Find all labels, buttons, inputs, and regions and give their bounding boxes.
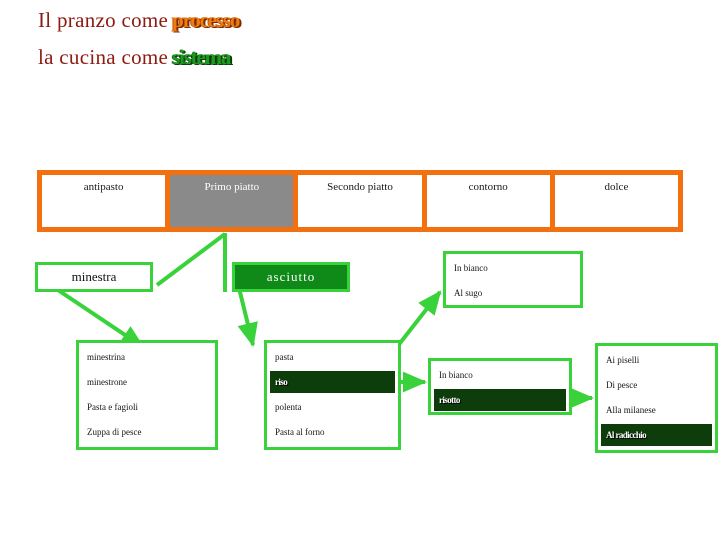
course-cell-antipasto[interactable]: antipasto <box>42 175 166 227</box>
column-asciutto: pasta riso polenta Pasta al forno <box>264 340 401 450</box>
list-item[interactable]: Alla milanese <box>601 399 712 421</box>
list-item-label: In bianco <box>439 370 473 380</box>
column-minestra: minestrina minestrone Pasta e fagioli Zu… <box>76 340 218 450</box>
list-item[interactable]: polenta <box>270 396 395 418</box>
list-item-label: Pasta al forno <box>275 427 325 437</box>
column-contorno: Ai piselli Di pesce Alla milanese Al rad… <box>595 343 718 453</box>
list-item[interactable]: minestrone <box>82 371 212 393</box>
box-sugo-variants: In bianco Al sugo <box>443 251 583 308</box>
list-item[interactable]: pasta <box>270 346 395 368</box>
list-item-highlighted[interactable]: Al radicchio <box>601 424 712 446</box>
course-cell-contorno[interactable]: contorno <box>426 175 550 227</box>
list-item-label: Alla milanese <box>606 405 656 415</box>
course-cell-label: dolce <box>604 181 629 193</box>
list-item[interactable]: Al sugo <box>449 282 577 304</box>
list-item-highlighted[interactable]: risotto <box>434 389 566 411</box>
node-minestra[interactable]: minestra <box>35 262 153 292</box>
link-asciutto-to-column <box>237 287 258 347</box>
title-line-2-prefix: la cucina come <box>38 45 169 69</box>
list-item-label: Zuppa di pesce <box>87 427 142 437</box>
link-primo-to-minestra <box>155 232 227 287</box>
course-band: antipasto Primo piatto Secondo piatto co… <box>37 170 683 232</box>
list-item[interactable]: In bianco <box>434 364 566 386</box>
list-item-label: minestrone <box>87 377 127 387</box>
list-item-highlighted[interactable]: riso <box>270 371 395 393</box>
course-cell-dolce[interactable]: dolce <box>554 175 679 227</box>
list-item-label: Al sugo <box>454 288 483 298</box>
list-item-label: risotto <box>439 395 460 405</box>
list-item-label: Ai piselli <box>606 355 640 365</box>
course-cell-label: Secondo piatto <box>327 181 393 193</box>
node-asciutto-label: asciutto <box>266 269 316 284</box>
list-item-label: polenta <box>275 402 302 412</box>
title-line-1-highlight: processo <box>172 8 240 32</box>
course-cell-label: contorno <box>468 181 508 193</box>
list-item-label: Di pesce <box>606 380 638 390</box>
list-item-label: Pasta e fagioli <box>87 402 138 412</box>
column-secondo: In bianco risotto <box>428 358 572 415</box>
course-cell-secondo-piatto[interactable]: Secondo piatto <box>298 175 422 227</box>
list-item-label: riso <box>275 377 288 387</box>
list-item[interactable]: Ai piselli <box>601 349 712 371</box>
list-item[interactable]: minestrina <box>82 346 212 368</box>
node-minestra-label: minestra <box>71 269 117 284</box>
course-cell-label: Primo piatto <box>204 181 260 193</box>
course-cell-label: antipasto <box>83 181 124 193</box>
title-line-1-prefix: Il pranzo come <box>38 8 169 32</box>
list-item-label: pasta <box>275 352 294 362</box>
list-item[interactable]: Pasta al forno <box>270 421 395 443</box>
list-item-label: Al radicchio <box>606 430 647 440</box>
list-item-label: minestrina <box>87 352 125 362</box>
list-item[interactable]: Di pesce <box>601 374 712 396</box>
list-item-label: In bianco <box>454 263 488 273</box>
course-cell-primo-piatto[interactable]: Primo piatto <box>170 175 294 227</box>
list-item[interactable]: Pasta e fagioli <box>82 396 212 418</box>
title-line-2-highlight: sistema <box>172 45 231 69</box>
list-item[interactable]: In bianco <box>449 257 577 279</box>
node-asciutto[interactable]: asciutto <box>232 262 350 292</box>
list-item[interactable]: Zuppa di pesce <box>82 421 212 443</box>
